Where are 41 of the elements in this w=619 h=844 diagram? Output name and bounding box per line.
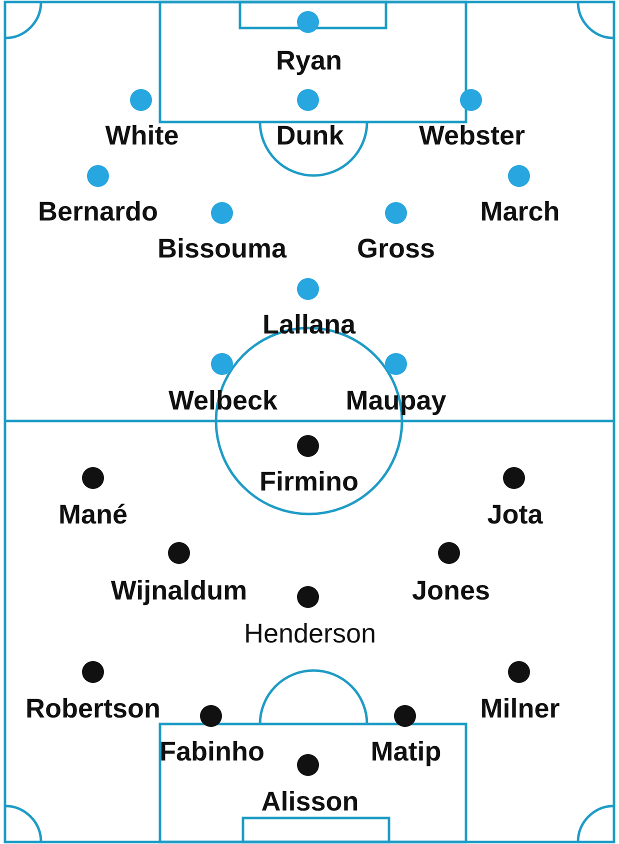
player-dot-icon [297,754,319,776]
player-name: Robertson [26,696,160,722]
player-name: Henderson [244,620,376,648]
player-dot-icon [297,435,319,457]
player-dot-icon [503,467,525,489]
player-name: Webster [418,122,526,150]
player-name: Jota [487,502,543,528]
player-dot-icon [82,467,104,489]
player-dot-icon [200,705,222,727]
player-dot-icon [130,89,152,111]
player-name: Mané [58,502,128,528]
player-dot-icon [211,202,233,224]
player-dot-icon [297,11,319,33]
player-name: Jones [412,578,490,604]
player-name: Alisson [261,788,359,816]
player-dot-icon [394,705,416,727]
player-name: White [105,122,179,150]
player-dot-icon [297,89,319,111]
player-name: Wijnaldum [110,578,248,604]
player-dot-icon [385,202,407,224]
player-name: Fabinho [160,738,264,766]
player-name: Ryan [276,48,342,74]
player-name: Matip [370,738,442,766]
player-dot-icon [508,661,530,683]
player-dot-icon [438,542,460,564]
player-name: Bernardo [38,198,158,226]
player-name: Bissouma [157,236,287,262]
player-dot-icon [508,165,530,187]
player-dot-icon [460,89,482,111]
player-dot-icon [87,165,109,187]
player-name: Dunk [276,122,344,150]
player-name: Gross [356,236,436,262]
player-dot-icon [385,353,407,375]
player-dot-icon [82,661,104,683]
player-name: Firmino [260,468,358,496]
player-dot-icon [168,542,190,564]
player-dot-icon [297,278,319,300]
player-name: Milner [480,696,560,722]
player-name: March [480,198,560,226]
player-dot-icon [297,586,319,608]
player-dot-icon [211,353,233,375]
